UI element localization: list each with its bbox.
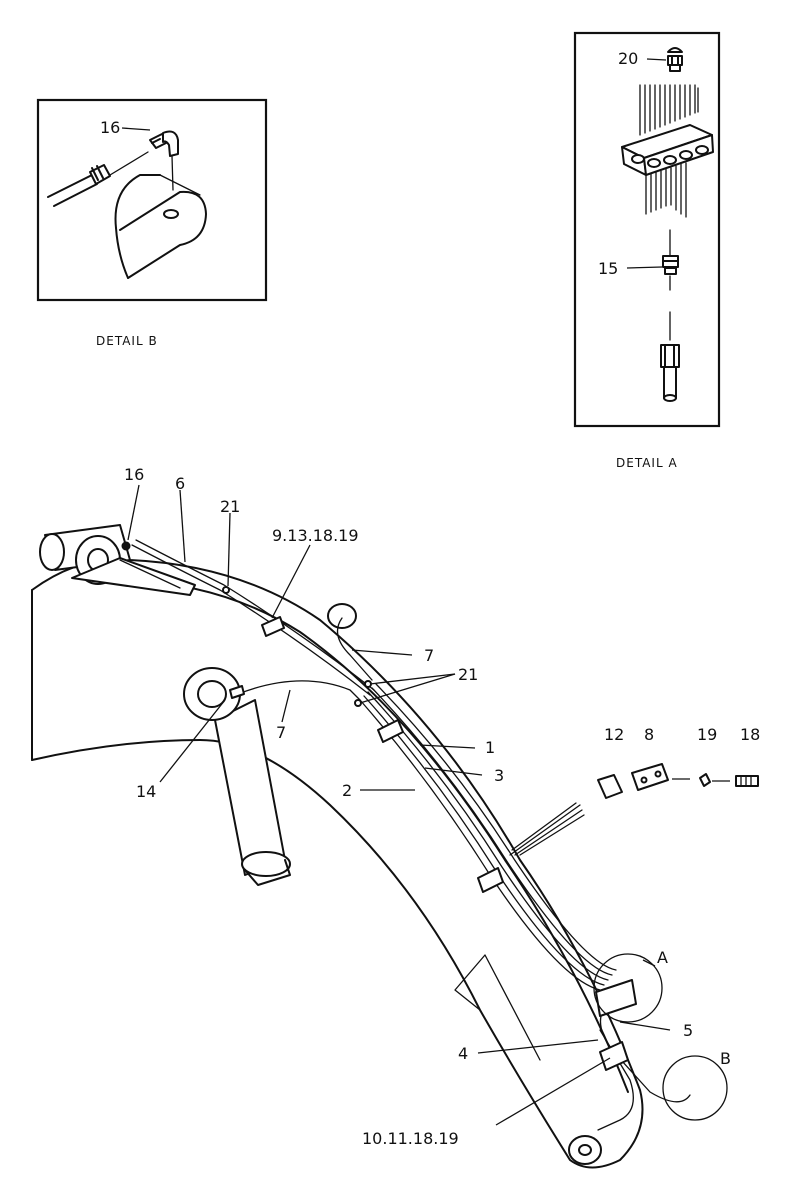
arm-cylinder [183,667,291,886]
hydraulic-lines [131,539,691,1131]
clamp-lower [599,1041,629,1071]
detail-a-callout-20: 20 [618,49,638,68]
callout-10-11-18-19: 10.11.18.19 [362,1129,459,1148]
callout-a: A [657,948,668,967]
callout-1: 1 [485,738,495,757]
part-12 [597,774,623,799]
callout-16: 16 [124,465,144,484]
callout-19: 19 [697,725,717,744]
callout-2: 2 [342,781,352,800]
detail-a-guide-lines [639,84,699,136]
detail-a-callout-15: 15 [598,259,618,278]
clamp-middle [477,867,504,893]
detail-a-marker [593,953,663,1023]
detail-b-frame [36,98,268,302]
exploded-clamp-parts [509,763,759,856]
detail-b-caption: DETAIL B [96,334,158,348]
boom-assembly [31,558,644,1169]
callout-9-13-18-19: 9.13.18.19 [272,526,359,545]
boom-side-pin [327,603,357,629]
clamp-top [261,616,285,637]
callout-7-lower: 7 [276,723,286,742]
detail-a-caption: DETAIL A [616,456,678,470]
boom-top-pin [39,524,196,596]
detail-a-nut-20 [667,47,683,72]
boom-foot-pin [568,1135,602,1165]
callout-21-mid: 21 [458,665,478,684]
clamps [121,541,637,1071]
part-19 [699,773,711,787]
callout-5: 5 [683,1021,693,1040]
detail-b-marker [662,1055,728,1121]
clamp-block-a [595,979,637,1017]
clamp-upper [377,719,404,743]
part-8 [631,763,669,791]
callout-12: 12 [604,725,624,744]
callout-18: 18 [740,725,760,744]
part-18 [735,775,759,787]
detail-a-fitting-15 [662,229,679,291]
detail-b-callout-16: 16 [100,118,120,137]
detail-a-guide-lines-lower [645,162,687,218]
callout-3: 3 [494,766,504,785]
callout-7-upper: 7 [424,646,434,665]
detail-a-clamp-block [621,124,714,176]
boom-outline [31,558,644,1169]
callout-6: 6 [175,474,185,493]
boom-top-edge [89,578,629,1093]
leader-lines [127,484,671,1126]
boom-plate-line [454,954,541,1061]
callout-14: 14 [136,782,156,801]
callout-b: B [720,1049,731,1068]
detail-a-panel: 20 15 [573,31,721,428]
callout-21-top: 21 [220,497,240,516]
fitting-16 [121,541,131,551]
detail-b-panel: 16 [36,98,268,302]
detail-b-hose-fitting [47,151,149,207]
callout-4: 4 [458,1044,468,1063]
callout-8: 8 [644,725,654,744]
detail-b-elbow-fitting [149,130,179,191]
detail-b-cylinder [114,174,207,279]
detail-a-hose-end [660,344,680,402]
